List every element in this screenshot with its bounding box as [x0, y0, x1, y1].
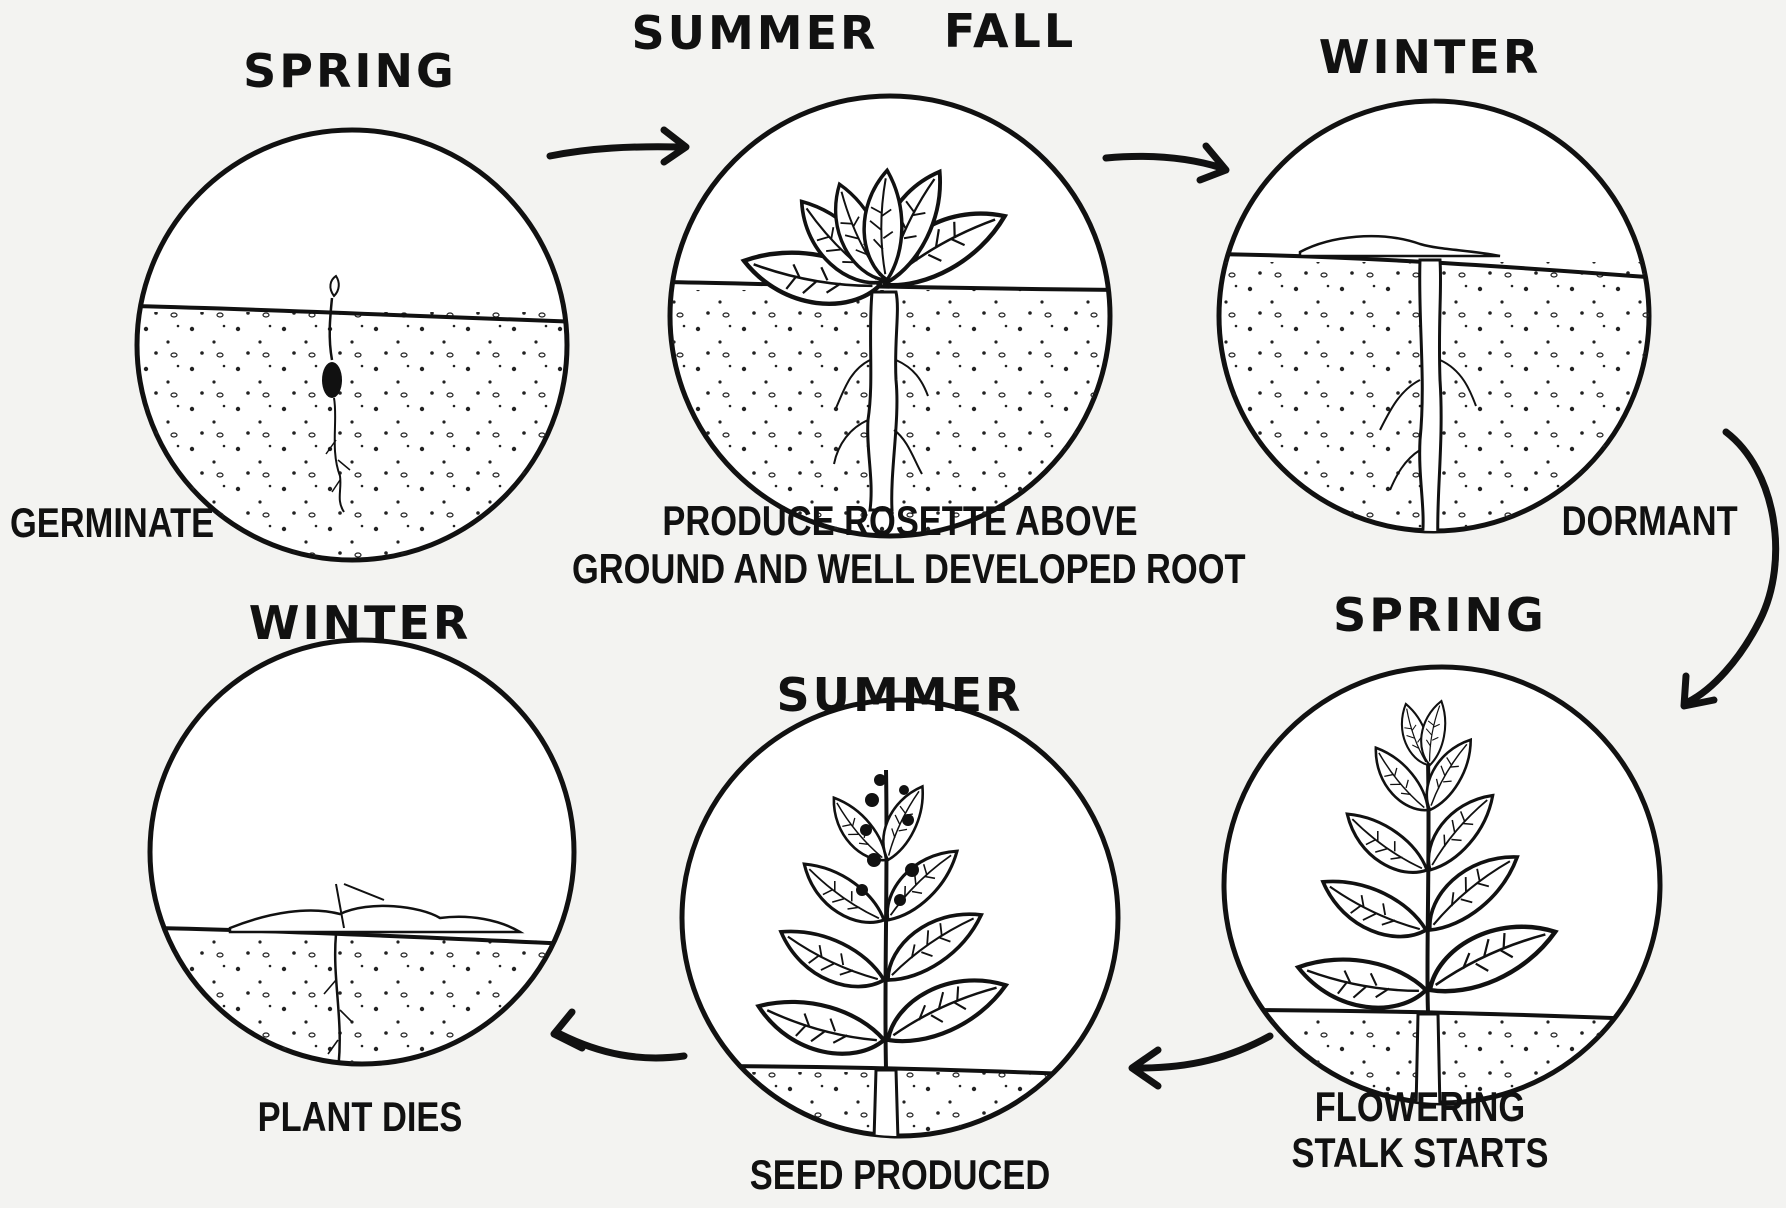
arrow-spring-to-summer — [550, 130, 686, 162]
stage-flowering-illustration — [1220, 667, 1680, 1115]
caption-seed-produced: SEED PRODUCED — [736, 1150, 1064, 1200]
stage-rosette-illustration — [660, 96, 1120, 550]
season-label-fall: FALL — [940, 4, 1080, 58]
stage-dies-illustration — [150, 640, 580, 1078]
arrow-spring-to-summer-seed — [1132, 1036, 1270, 1086]
stage-dormant-illustration — [1210, 101, 1660, 542]
arrow-summer-to-winter — [554, 1012, 684, 1058]
season-label-winter-1: WINTER — [1310, 30, 1550, 84]
caption-flowering-line-2: STALK STARTS — [1272, 1128, 1567, 1178]
caption-flowering-line-1: FLOWERING — [1289, 1082, 1551, 1132]
season-label-winter-2: WINTER — [240, 596, 480, 650]
season-label-spring-1: SPRING — [240, 44, 460, 98]
season-label-summer-1: SUMMER — [630, 6, 880, 60]
stage-seed-illustration — [680, 700, 1130, 1152]
arrow-fall-to-winter — [1106, 146, 1226, 180]
caption-germinate: GERMINATE — [10, 498, 214, 548]
season-label-summer-2: SUMMER — [770, 668, 1030, 722]
caption-rosette-line-2: GROUND AND WELL DEVELOPED ROOT — [572, 544, 1228, 594]
caption-dormant: DORMANT — [1562, 496, 1738, 546]
caption-rosette-line-1: PRODUCE ROSETTE ABOVE — [621, 496, 1179, 546]
season-label-spring-2: SPRING — [1320, 588, 1560, 642]
caption-plant-dies: PLANT DIES — [229, 1092, 491, 1142]
arrow-winter-to-spring — [1684, 432, 1776, 706]
